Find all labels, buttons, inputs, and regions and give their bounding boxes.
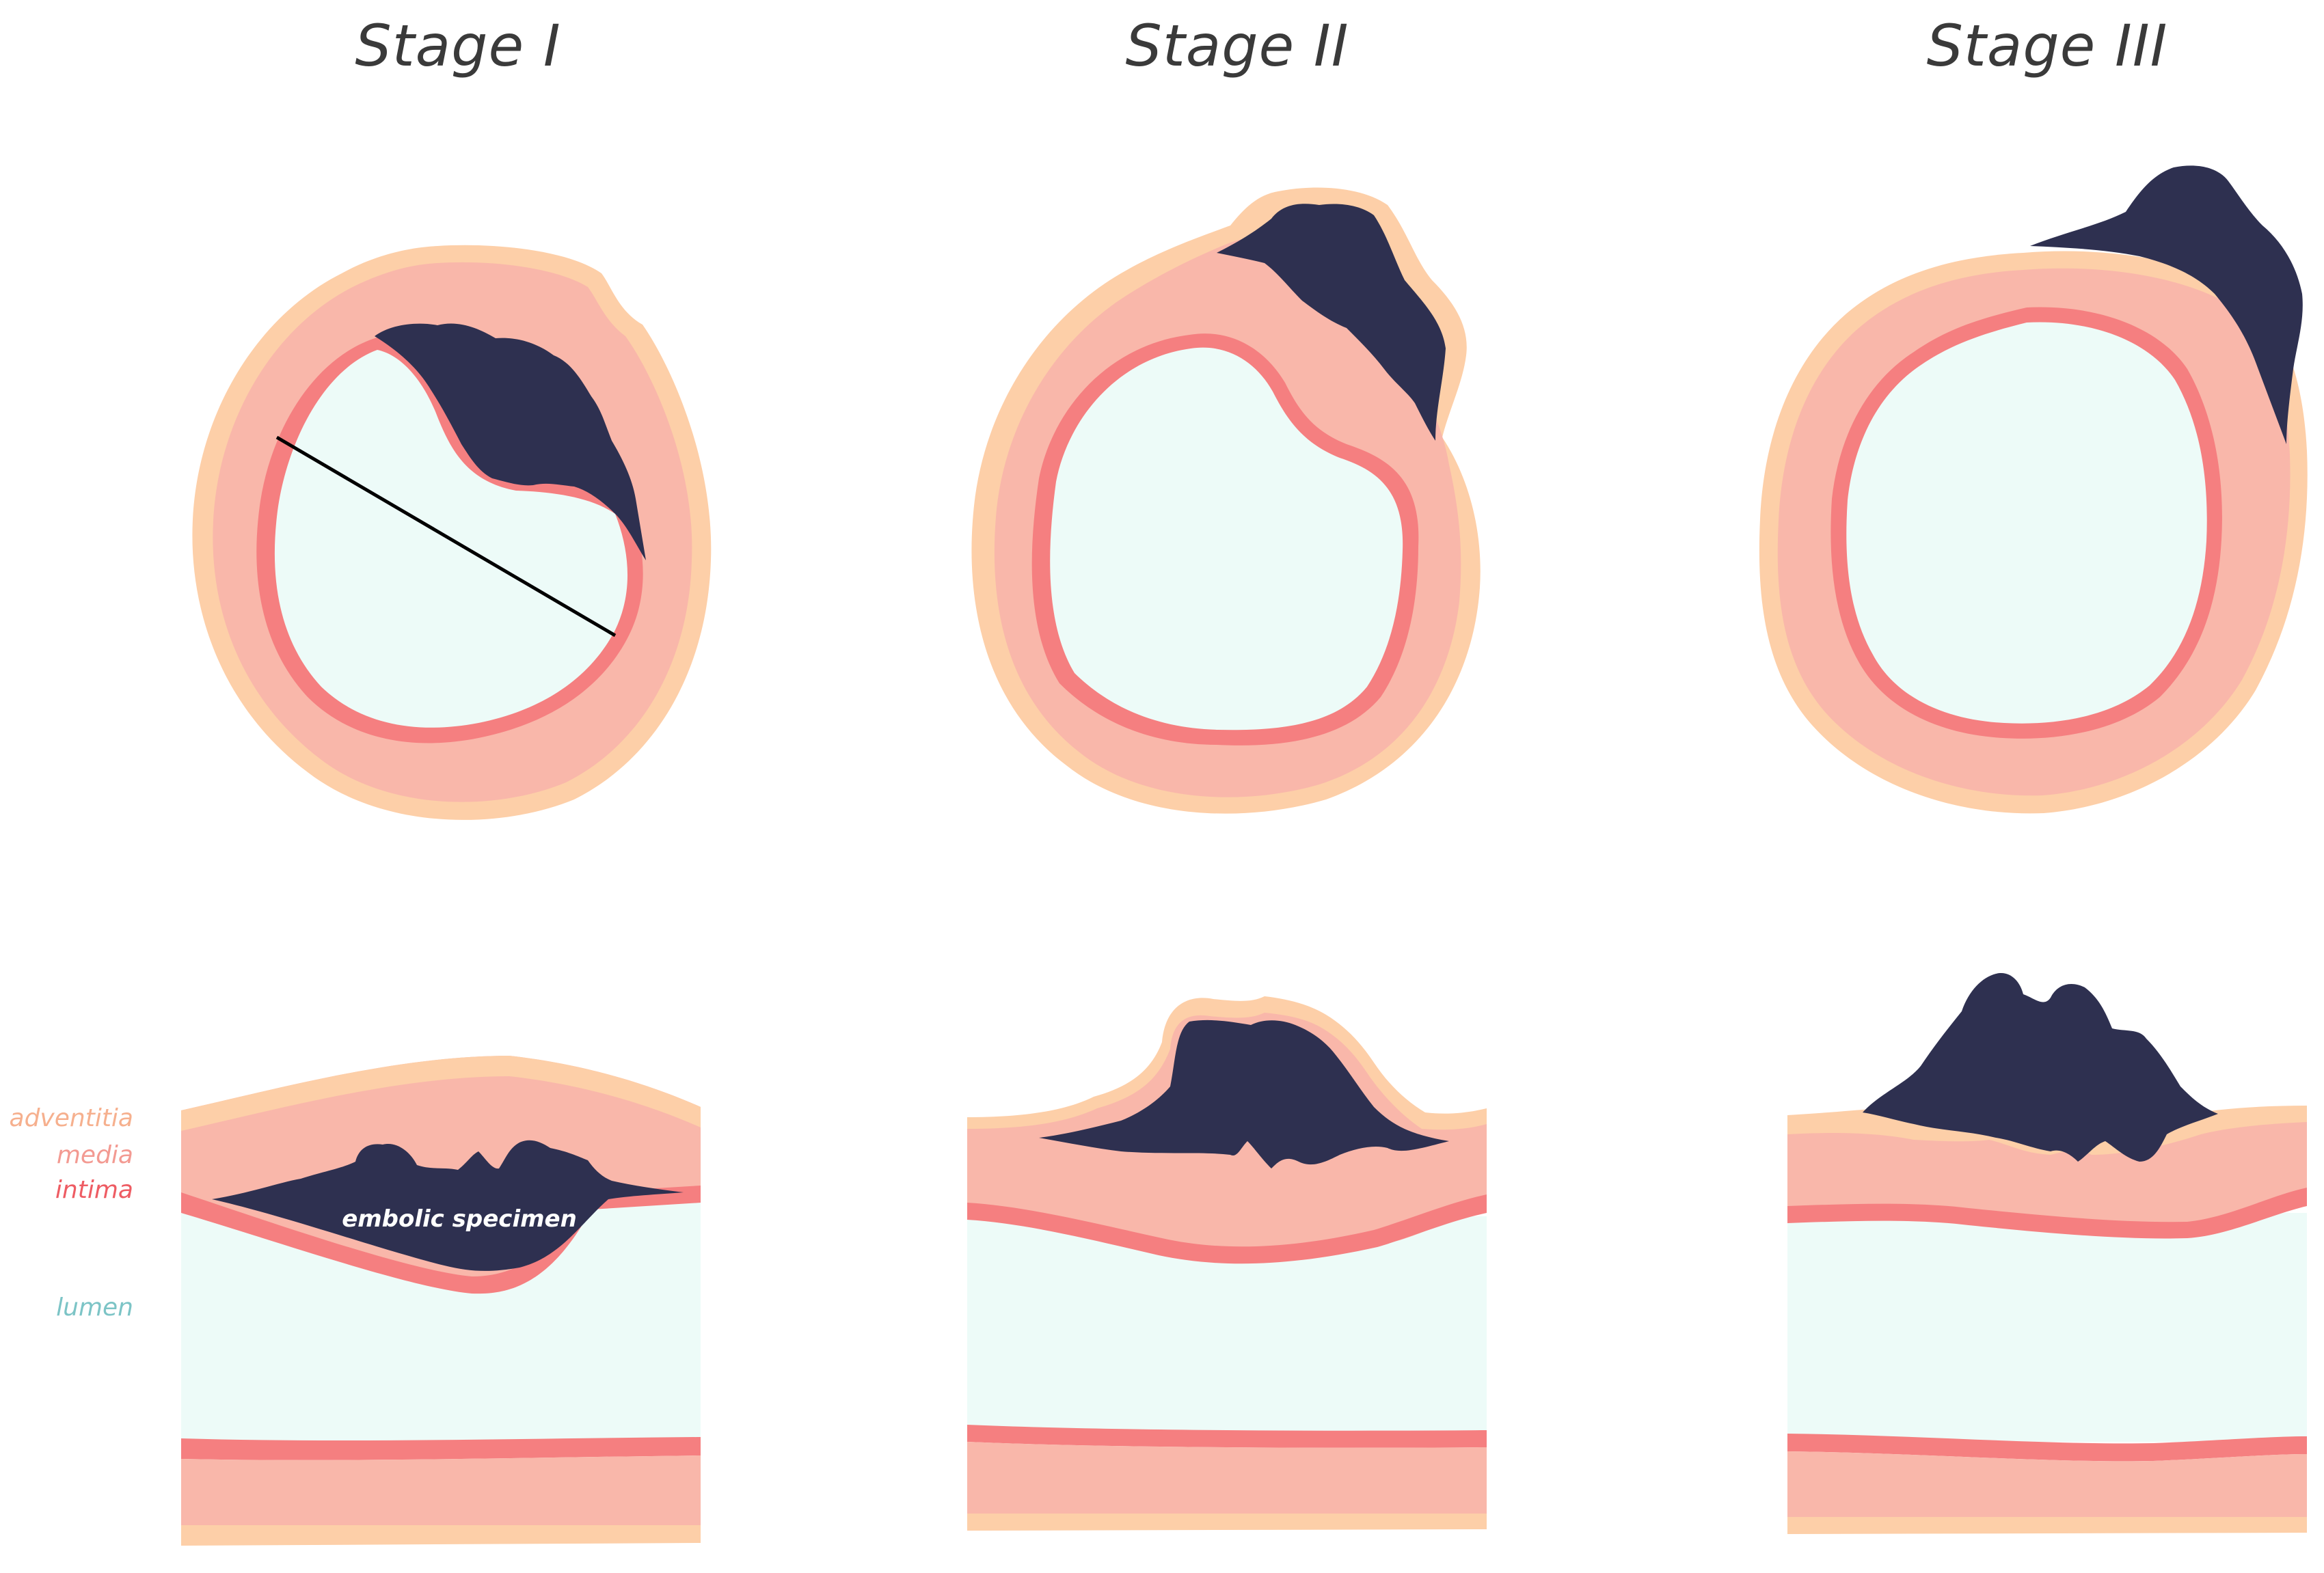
stage-2-title: Stage II xyxy=(1126,12,1349,79)
stage-3-long-intima-top xyxy=(1787,1188,2307,1239)
stage-1-long-intima-bottom xyxy=(181,1437,701,1460)
stage-1-long-intima-top xyxy=(181,1186,701,1294)
stage-3-long-intima-bottom xyxy=(1787,1434,2307,1462)
stage-3-long-lumen xyxy=(1787,1213,2307,1442)
stage-1-embolus xyxy=(375,323,646,560)
layer-legend: adventitia media intima lumen xyxy=(10,1104,133,1322)
embolic-specimen-label: embolic specimen xyxy=(342,1205,577,1233)
stage-3-cross-section xyxy=(1759,165,2308,814)
stage-2-long-adventitia xyxy=(967,996,1487,1130)
media-label: media xyxy=(57,1141,133,1169)
lumen-label: lumen xyxy=(56,1294,133,1322)
stage-3-title: Stage III xyxy=(1927,12,2168,79)
stage-2-lumen xyxy=(1050,347,1403,730)
stage-1-long-adventitia-bottom xyxy=(181,1525,701,1546)
stage-2-longitudinal-section xyxy=(967,996,1487,1531)
stage-3-embolus xyxy=(2030,165,2303,444)
stage-2-long-bottom-wall xyxy=(967,1442,1487,1514)
stage-3-long-adventitia-bottom xyxy=(1787,1517,2307,1534)
stage-2-long-lumen xyxy=(967,1216,1487,1432)
stage-1-title: Stage I xyxy=(355,12,560,79)
stage-3-longitudinal-section xyxy=(1787,973,2307,1534)
intima-label: intima xyxy=(55,1176,133,1204)
stage-1-long-lumen xyxy=(181,1203,701,1449)
stage-2-long-adventitia-bottom xyxy=(967,1514,1487,1531)
adventitia-label: adventitia xyxy=(10,1104,133,1132)
stage-1-long-bottom-wall xyxy=(181,1455,701,1525)
stage-3-long-bottom-wall xyxy=(1787,1451,2307,1517)
stage-3-long-embolus xyxy=(1863,973,2218,1162)
stage-2-embolus xyxy=(1217,204,1446,441)
stage-1-diameter-line xyxy=(275,435,617,638)
stage-2-long-intima-top xyxy=(967,1194,1487,1264)
stage-1-long-embolus xyxy=(212,1140,684,1271)
stage-1-longitudinal-section: embolic specimen xyxy=(181,1056,701,1546)
stage-2-long-intima-bottom xyxy=(967,1425,1487,1448)
stage-2-cross-section xyxy=(971,187,1481,814)
stage-3-lumen xyxy=(1846,322,2207,724)
stage-1-cross-section xyxy=(192,245,712,820)
stage-1-long-adventitia-top xyxy=(181,1056,701,1131)
stage-2-long-embolus xyxy=(1039,1020,1449,1168)
